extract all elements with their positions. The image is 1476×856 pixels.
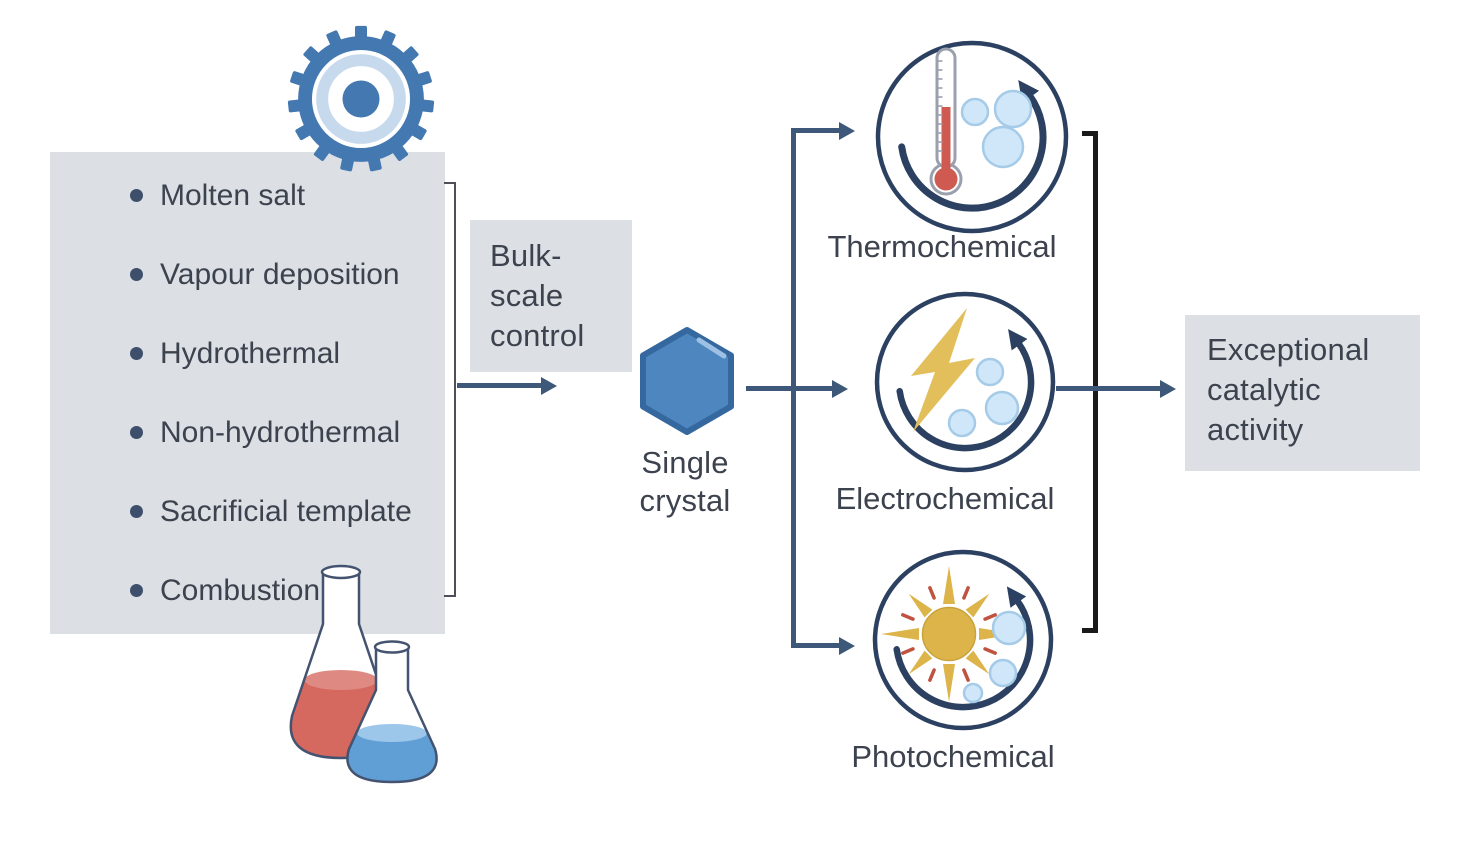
list-item: Molten salt xyxy=(50,179,445,213)
sun-cycle-icon xyxy=(872,549,1054,731)
thermochemical-label: Thermochemical xyxy=(827,229,1057,264)
bullet-icon xyxy=(130,189,143,202)
outcome-box: Exceptional catalytic activity xyxy=(1185,315,1420,471)
outcome-line: Exceptional xyxy=(1207,332,1370,367)
bulk-scale-line: control xyxy=(490,318,585,353)
single-crystal-line: Single xyxy=(641,445,729,480)
bullet-icon xyxy=(130,426,143,439)
electrochemical-label: Electrochemical xyxy=(835,481,1055,516)
list-bracket xyxy=(444,182,456,597)
gear-icon xyxy=(287,25,435,172)
bulk-scale-line: Bulk- xyxy=(490,238,562,273)
bullet-icon xyxy=(130,584,143,597)
outcome-line: catalytic xyxy=(1207,372,1321,407)
bullet-icon xyxy=(130,505,143,518)
bulk-scale-line: scale xyxy=(490,278,564,313)
list-item-label: Combustion xyxy=(160,573,321,607)
single-crystal-hexagon-icon xyxy=(640,327,734,435)
single-crystal-line: crystal xyxy=(639,483,731,518)
list-item: Vapour deposition xyxy=(50,258,445,292)
lightning-cycle-icon xyxy=(874,291,1056,473)
bulk-scale-control-box: Bulk- scale control xyxy=(470,220,632,372)
list-item: Sacrificial template xyxy=(50,495,445,529)
bullet-icon xyxy=(130,268,143,281)
list-item: Hydrothermal xyxy=(50,337,445,371)
bullet-icon xyxy=(130,347,143,360)
list-item-label: Hydrothermal xyxy=(160,336,341,370)
list-item-label: Molten salt xyxy=(160,178,306,212)
processes-bracket xyxy=(1082,131,1098,633)
synthesis-methods-panel: Molten salt Vapour deposition Hydrotherm… xyxy=(50,152,445,634)
photochemical-label: Photochemical xyxy=(851,739,1055,774)
list-item: Non-hydrothermal xyxy=(50,416,445,450)
outcome-line: activity xyxy=(1207,412,1304,447)
list-item-label: Vapour deposition xyxy=(160,257,400,291)
thermometer-cycle-icon xyxy=(875,40,1069,234)
list-item: Combustion xyxy=(50,574,445,608)
single-crystal-label: Single crystal xyxy=(610,444,760,520)
erlenmeyer-flasks-icon xyxy=(289,564,438,784)
list-item-label: Sacrificial template xyxy=(160,494,412,528)
list-item-label: Non-hydrothermal xyxy=(160,415,401,449)
